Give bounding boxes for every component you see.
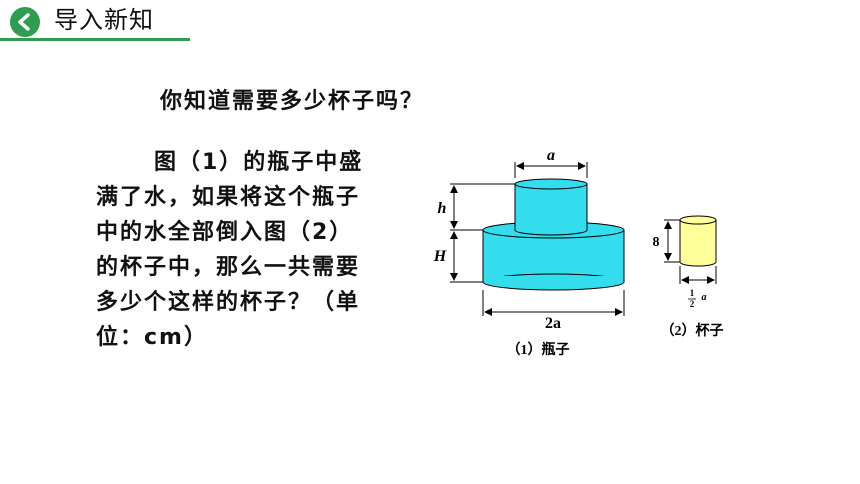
cup-caption: （2）杯子 <box>661 322 724 339</box>
cup-label-den: 2 <box>690 299 695 309</box>
problem-line-1: 图（1）的瓶子中盛 <box>154 150 364 175</box>
problem-line-4: 的杯子中，那么一共需要 <box>96 255 361 280</box>
cup-figure: 8 1 2 a （2）杯子 <box>653 215 724 339</box>
cup-label-var: a <box>702 292 707 303</box>
label-top-width: a <box>547 147 555 164</box>
bottle-figure: a h H 2a （1）瓶子 <box>433 147 625 358</box>
header: 导入新知 <box>0 0 190 44</box>
problem-line-3: 中的水全部倒入图（2） <box>96 220 354 245</box>
cup-label-num: 1 <box>690 288 695 298</box>
header-underline <box>0 38 190 41</box>
figure-diagram: a h H 2a （1）瓶子 8 1 2 a （2）杯子 <box>433 147 724 358</box>
bottle-caption: （1）瓶子 <box>507 341 570 358</box>
problem-line-5: 多少个这样的杯子？（单 <box>96 290 361 315</box>
cup-label-height: 8 <box>653 235 660 250</box>
page-title: 导入新知 <box>54 6 154 34</box>
label-bottom-height: H <box>433 248 447 265</box>
chevron-left-icon[interactable] <box>8 5 42 39</box>
label-top-height: h <box>438 200 447 217</box>
problem-text: 图（1）的瓶子中盛 满了水，如果将这个瓶子 中的水全部倒入图（2） 的杯子中，那… <box>96 145 432 355</box>
problem-line-6: 位：cm） <box>96 325 208 350</box>
problem-line-2: 满了水，如果将这个瓶子 <box>96 185 361 210</box>
question-text: 你知道需要多少杯子吗？ <box>160 89 425 114</box>
label-bottom-width: 2a <box>545 315 561 332</box>
